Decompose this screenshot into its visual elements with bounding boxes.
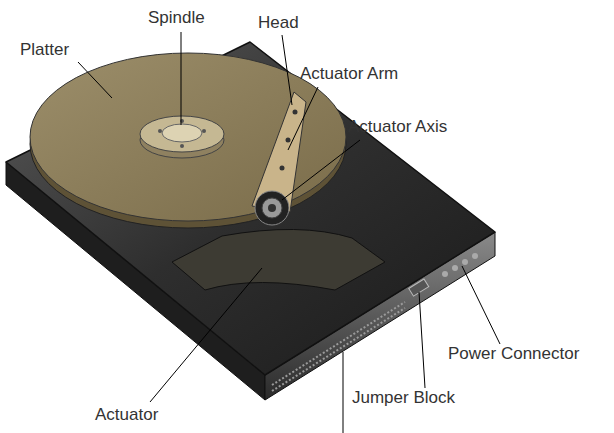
spindle-hub xyxy=(162,124,202,142)
ide-pins xyxy=(272,308,405,391)
spindle-screw xyxy=(180,144,184,148)
spindle xyxy=(140,116,224,152)
leader-line xyxy=(282,35,292,105)
leader-line xyxy=(78,62,112,98)
part-label: Actuator Arm xyxy=(300,64,398,84)
part-label: Jumper Block xyxy=(352,388,455,408)
power-pin xyxy=(472,253,478,259)
arm-hole xyxy=(293,110,298,115)
actuator-axis xyxy=(255,191,289,225)
leader-line xyxy=(282,140,360,200)
part-label: Head xyxy=(258,13,299,33)
power-pin xyxy=(442,271,448,277)
part-label: Actuator Axis xyxy=(348,117,447,137)
leader-lines xyxy=(78,32,500,433)
spindle-screw xyxy=(158,129,162,133)
arm-hole xyxy=(280,166,285,171)
platter xyxy=(30,53,346,221)
actuator-magnet xyxy=(172,229,385,290)
power-pin xyxy=(462,259,468,265)
part-label: Actuator xyxy=(95,405,158,425)
arm-hole xyxy=(286,138,291,143)
actuator-axis-center xyxy=(268,204,276,212)
spindle-screw xyxy=(202,129,206,133)
leader-line xyxy=(288,87,318,150)
part-label: Power Connector xyxy=(448,344,579,364)
leader-line xyxy=(181,32,182,125)
part-label: Platter xyxy=(20,40,69,60)
ide-pins xyxy=(272,302,405,385)
power-pin xyxy=(452,265,458,271)
part-label: Spindle xyxy=(148,8,205,28)
leader-line xyxy=(150,268,262,402)
leader-line xyxy=(462,266,500,344)
actuator-axis-ring xyxy=(262,198,282,218)
drive-top-face xyxy=(6,42,495,375)
leader-line xyxy=(419,292,425,388)
leader-line xyxy=(343,352,344,433)
